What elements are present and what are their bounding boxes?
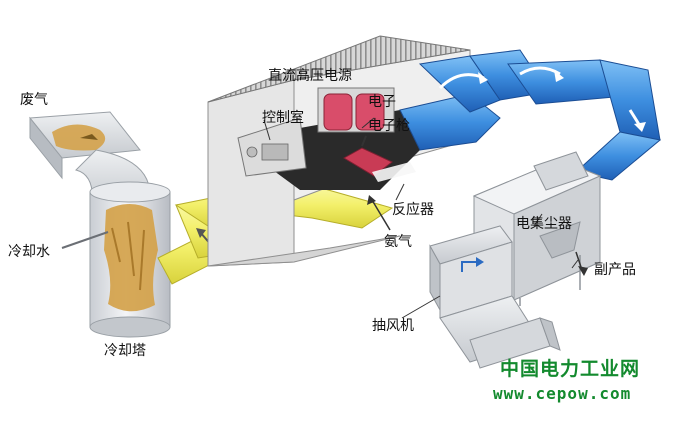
watermark-title: 中国电力工业网 bbox=[500, 358, 641, 380]
label-control-room: 控制室 bbox=[262, 110, 304, 126]
label-cooling-water: 冷却水 bbox=[8, 244, 50, 260]
exhaust-fan bbox=[429, 225, 561, 369]
blue-duct bbox=[399, 49, 662, 181]
label-ammonia: 氨气 bbox=[384, 234, 412, 250]
label-electrostatic-precipitator: 电集尘器 bbox=[516, 216, 572, 232]
label-exhaust-fan: 抽风机 bbox=[372, 318, 414, 334]
label-electron-beam: 电子 bbox=[368, 94, 396, 110]
label-byproduct: 副产品 bbox=[594, 262, 636, 278]
leader-lines bbox=[263, 117, 579, 319]
label-dc-hv-supply: 直流高压电源 bbox=[268, 68, 352, 84]
watermark-url: www.cepow.com bbox=[493, 384, 632, 403]
label-waste-gas: 废气 bbox=[20, 92, 48, 108]
label-cooling-tower: 冷却塔 bbox=[104, 343, 146, 359]
label-reactor: 反应器 bbox=[392, 202, 434, 218]
label-electron-gun: 电子枪 bbox=[368, 118, 410, 134]
building bbox=[207, 35, 471, 267]
cooling-tower bbox=[29, 111, 171, 338]
